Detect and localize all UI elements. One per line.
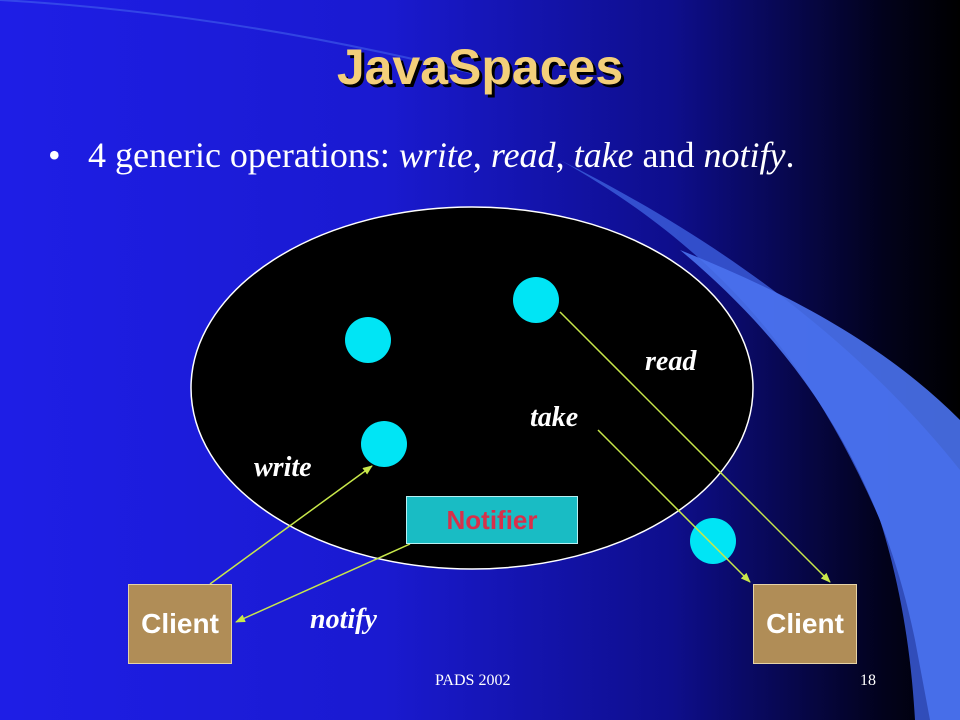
bullet-separator: , xyxy=(555,135,574,175)
write-label: write xyxy=(254,452,312,483)
read-label: read xyxy=(645,346,697,377)
page-number: 18 xyxy=(860,672,876,689)
notify-label: notify xyxy=(310,604,377,635)
space-ellipse xyxy=(190,206,754,570)
notifier-box: Notifier xyxy=(406,496,578,544)
op-read-text: read xyxy=(490,135,556,175)
entry-circle xyxy=(361,421,407,467)
entry-circle xyxy=(690,518,736,564)
client-box-left: Client xyxy=(128,584,232,664)
op-take-text: take xyxy=(573,135,634,175)
entry-circle xyxy=(345,317,391,363)
bullet-prefix: 4 generic operations: xyxy=(88,135,399,175)
client-box-right: Client xyxy=(753,584,857,664)
slide-title: JavaSpaces xyxy=(336,39,624,95)
bullet-icon: • xyxy=(48,135,61,175)
bullet-period: . xyxy=(785,135,795,175)
footer-text: PADS 2002 xyxy=(435,672,511,689)
take-label: take xyxy=(530,402,579,433)
write-arrow xyxy=(209,465,373,585)
read-arrow xyxy=(559,311,831,583)
bullet-conjunction: and xyxy=(633,135,704,175)
bullet-separator: , xyxy=(472,135,491,175)
bullet-point: • 4 generic operations: write, read, take… xyxy=(48,131,868,179)
op-notify-text: notify xyxy=(703,135,786,175)
op-write-text: write xyxy=(398,135,473,175)
entry-circle xyxy=(513,277,559,323)
take-arrow xyxy=(597,429,751,583)
notify-arrow xyxy=(235,543,411,623)
